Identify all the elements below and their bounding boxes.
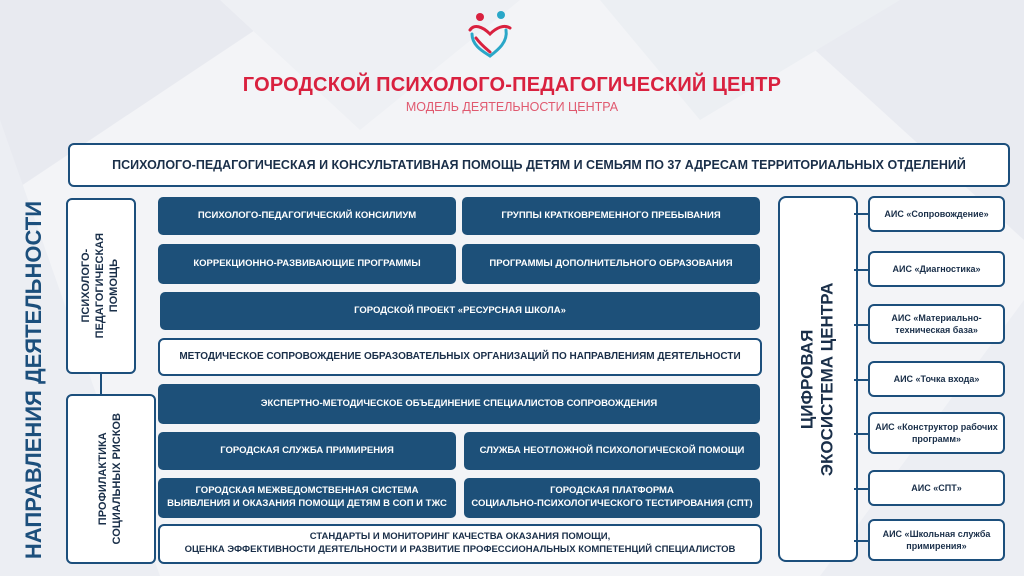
ais-connector (854, 269, 868, 271)
ais-diagnostika: АИС «Диагностика» (868, 251, 1005, 287)
direction-connector (100, 370, 102, 394)
direction-risk-prevention-label: ПРОФИЛАКТИКА СОЦИАЛЬНЫХ РИСКОВ (97, 413, 124, 545)
ais-spt: АИС «СПТ» (868, 470, 1005, 506)
activity-mediation-service: ГОРОДСКАЯ СЛУЖБА ПРИМИРЕНИЯ (158, 432, 456, 470)
ais-connector (854, 213, 868, 215)
direction-psych-help-label: ПСИХОЛОГО- ПЕДАГОГИЧЕСКАЯ ПОМОЩЬ (80, 233, 120, 339)
heart-people-logo-icon (462, 8, 518, 60)
ais-connector (854, 324, 868, 326)
activity-standards: СТАНДАРТЫ И МОНИТОРИНГ КАЧЕСТВА ОКАЗАНИЯ… (158, 524, 762, 564)
page-title: ГОРОДСКОЙ ПСИХОЛОГО-ПЕДАГОГИЧЕСКИЙ ЦЕНТР (242, 74, 782, 96)
directions-title-text: НАПРАВЛЕНИЯ ДЕЯТЕЛЬНОСТИ (21, 200, 46, 560)
digital-ecosystem: ЦИФРОВАЯ ЭКОСИСТЕМА ЦЕНТРА (778, 196, 858, 562)
ais-tochka-vhoda: АИС «Точка входа» (868, 361, 1005, 397)
ais-mtb: АИС «Материально- техническая база» (868, 304, 1005, 344)
page-subtitle: МОДЕЛЬ ДЕЯТЕЛЬНОСТИ ЦЕНТРА (405, 100, 619, 114)
digital-ecosystem-label: ЦИФРОВАЯ ЭКОСИСТЕМА ЦЕНТРА (797, 282, 837, 476)
activity-short-stay-groups: ГРУППЫ КРАТКОВРЕМЕННОГО ПРЕБЫВАНИЯ (462, 197, 760, 235)
ais-connector (854, 379, 868, 381)
directions-vertical-title: НАПРАВЛЕНИЯ ДЕЯТЕЛЬНОСТИ (14, 200, 54, 560)
activity-interagency-system: ГОРОДСКАЯ МЕЖВЕДОМСТВЕННАЯ СИСТЕМА ВЫЯВЛ… (158, 478, 456, 518)
activity-emergency-help: СЛУЖБА НЕОТЛОЖНОЙ ПСИХОЛОГИЧЕСКОЙ ПОМОЩИ (464, 432, 760, 470)
ais-konstruktor: АИС «Конструктор рабочих программ» (868, 412, 1005, 454)
top-banner: ПСИХОЛОГО-ПЕДАГОГИЧЕСКАЯ И КОНСУЛЬТАТИВН… (68, 143, 1010, 187)
activity-consilium: ПСИХОЛОГО-ПЕДАГОГИЧЕСКИЙ КОНСИЛИУМ (158, 197, 456, 235)
direction-risk-prevention: ПРОФИЛАКТИКА СОЦИАЛЬНЫХ РИСКОВ (66, 394, 156, 564)
ais-soprovozhdenie: АИС «Сопровождение» (868, 196, 1005, 232)
ais-connector (854, 488, 868, 490)
ais-connector (854, 540, 868, 542)
ais-school-mediation: АИС «Школьная служба примирения» (868, 519, 1005, 561)
activity-extra-education: ПРОГРАММЫ ДОПОЛНИТЕЛЬНОГО ОБРАЗОВАНИЯ (462, 244, 760, 284)
direction-psych-help: ПСИХОЛОГО- ПЕДАГОГИЧЕСКАЯ ПОМОЩЬ (66, 198, 136, 374)
activity-expert-union: ЭКСПЕРТНО-МЕТОДИЧЕСКОЕ ОБЪЕДИНЕНИЕ СПЕЦИ… (158, 384, 760, 424)
activity-resource-school: ГОРОДСКОЙ ПРОЕКТ «РЕСУРСНАЯ ШКОЛА» (160, 292, 760, 330)
activity-methodical-support: МЕТОДИЧЕСКОЕ СОПРОВОЖДЕНИЕ ОБРАЗОВАТЕЛЬН… (158, 338, 762, 376)
activity-correction-programs: КОРРЕКЦИОННО-РАЗВИВАЮЩИЕ ПРОГРАММЫ (158, 244, 456, 284)
activity-testing-platform: ГОРОДСКАЯ ПЛАТФОРМА СОЦИАЛЬНО-ПСИХОЛОГИЧ… (464, 478, 760, 518)
ais-connector (854, 433, 868, 435)
